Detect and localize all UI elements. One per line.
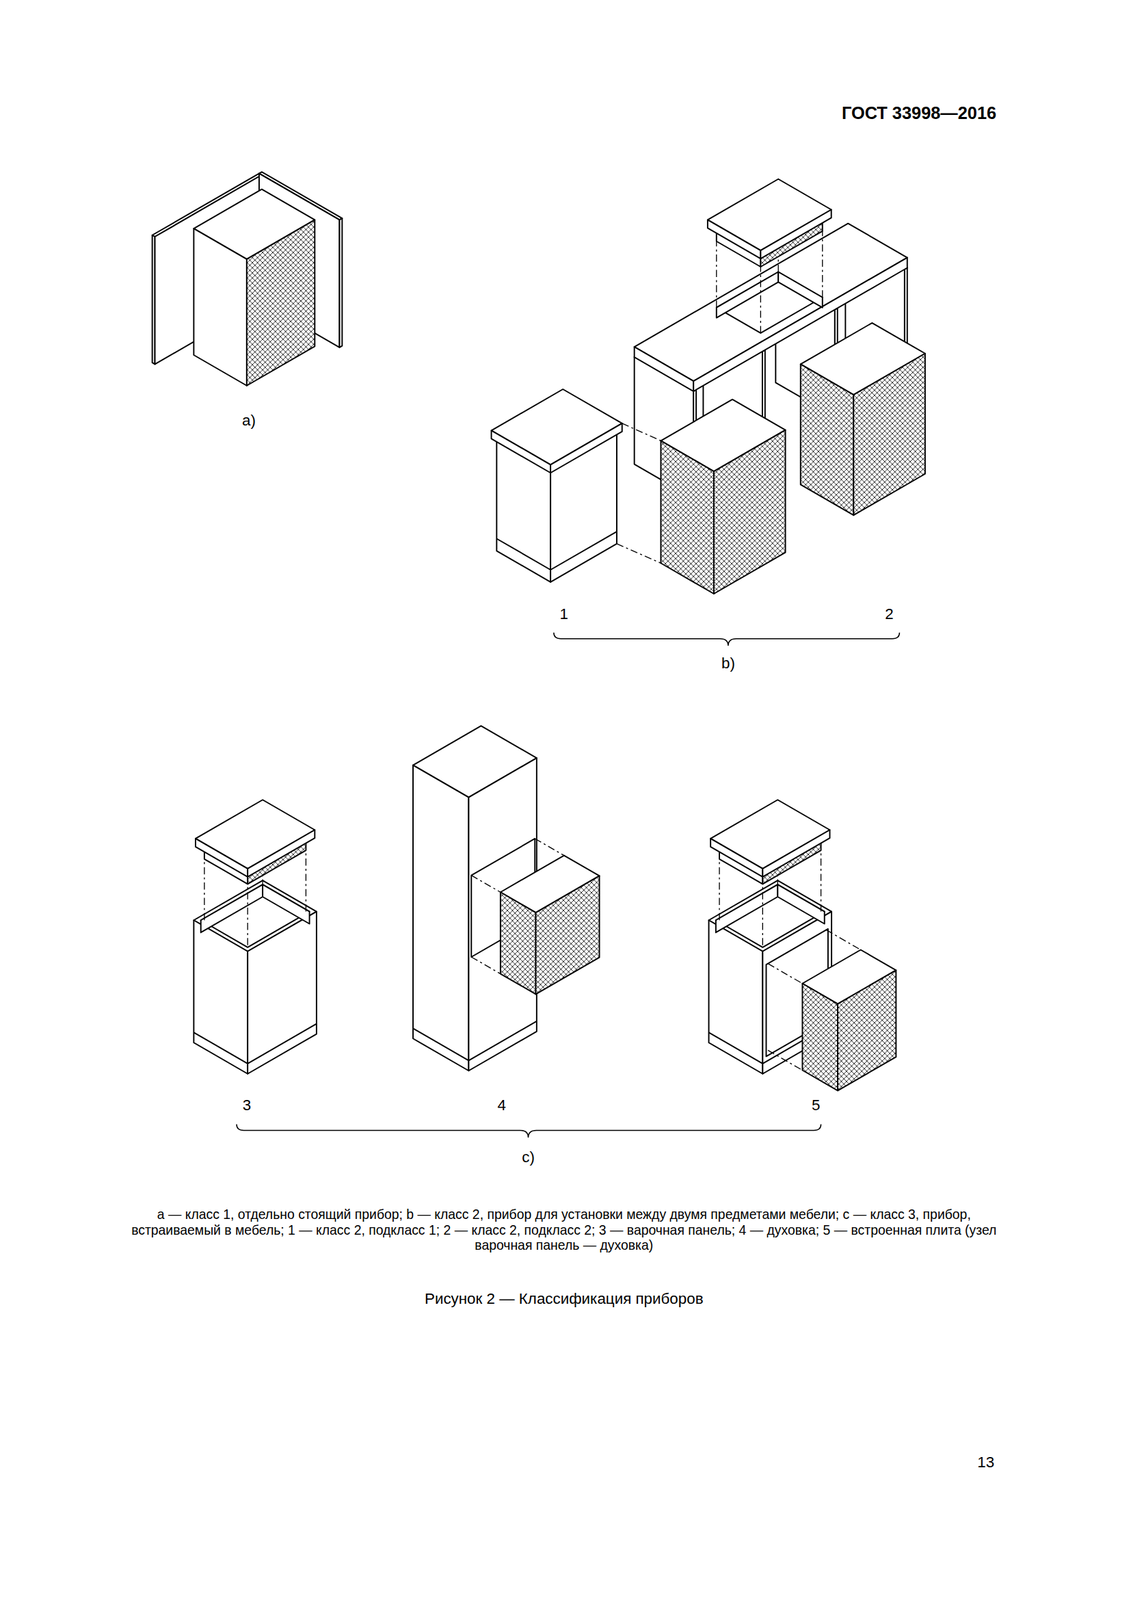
guide-line	[767, 963, 803, 984]
guide-line	[203, 858, 205, 920]
guide-line	[534, 838, 565, 856]
opening-wall	[715, 884, 778, 933]
guide-line	[760, 266, 762, 334]
plinth-line	[550, 531, 617, 570]
guide-line	[826, 929, 861, 950]
oven-side	[802, 983, 838, 1091]
callout-number: 1	[560, 604, 569, 623]
hob-top-top	[195, 799, 315, 869]
opening	[715, 884, 825, 948]
guide-line	[616, 543, 661, 563]
opening-wall	[778, 271, 823, 308]
plinth-line	[468, 1020, 537, 1060]
oven-front	[837, 969, 896, 1090]
tall-cabinet-side	[413, 765, 469, 1071]
figure-letter: b)	[721, 653, 736, 672]
wall-front	[339, 218, 342, 348]
oven-front	[536, 875, 600, 994]
guide-line	[718, 858, 720, 920]
guide-line	[767, 1049, 803, 1070]
figure-key: a — класс 1, отдельно стоящий прибор; b …	[115, 1206, 1013, 1253]
figure-letter: c)	[521, 1146, 535, 1165]
hob-top-side	[710, 838, 763, 877]
guide-line	[246, 883, 248, 945]
appliance-top-top	[491, 389, 623, 465]
appliance-top-side	[491, 430, 552, 473]
oven-side	[500, 891, 537, 994]
appliance-top-front	[550, 423, 623, 473]
figures	[152, 171, 926, 1090]
appliance-side	[193, 228, 247, 386]
page-number: 13	[977, 1451, 995, 1470]
opening-wall	[777, 884, 824, 924]
tall-cabinet-front	[468, 757, 537, 1071]
opening	[201, 884, 310, 948]
opening-wall	[262, 884, 310, 924]
plinth-line	[496, 538, 551, 569]
hob-top-side	[707, 219, 761, 259]
callout-number: 2	[884, 604, 894, 623]
guide-line	[622, 423, 662, 441]
opening-wall	[716, 271, 779, 318]
brace	[553, 632, 900, 646]
guide-line	[762, 883, 764, 945]
hob-top-front	[247, 829, 315, 877]
figure-letter: a)	[242, 410, 256, 429]
hob-top-front	[760, 209, 831, 259]
guide-line	[471, 875, 501, 893]
hob-top-side	[195, 838, 248, 877]
guide-line	[715, 241, 717, 308]
plinth-line	[247, 1023, 317, 1064]
callout-number: 3	[242, 1094, 251, 1113]
appliance-side	[800, 363, 854, 515]
appliance-front	[246, 219, 315, 385]
hob-top-top	[707, 179, 832, 251]
callout-number: 4	[497, 1094, 507, 1113]
appliance-side	[660, 440, 714, 594]
callout-number: 5	[811, 1094, 820, 1113]
brace	[236, 1124, 822, 1138]
plinth-line	[413, 1027, 469, 1060]
guide-line	[821, 231, 823, 298]
opening-wall	[201, 884, 263, 933]
plinth-line	[193, 1031, 248, 1063]
guide-line	[820, 849, 822, 911]
appliance-front	[853, 353, 926, 515]
standard-number: ГОСТ 33998—2016	[841, 103, 997, 124]
appliance-front	[713, 430, 786, 594]
figure-caption: Рисунок 2 — Классификация приборов	[424, 1288, 704, 1307]
plinth-line	[709, 1031, 764, 1063]
hob-top-top	[710, 799, 830, 869]
opening	[716, 271, 823, 333]
guide-line	[471, 956, 501, 974]
hob-top-front	[762, 829, 830, 877]
countertop-side	[634, 346, 695, 392]
guide-line	[305, 849, 307, 911]
